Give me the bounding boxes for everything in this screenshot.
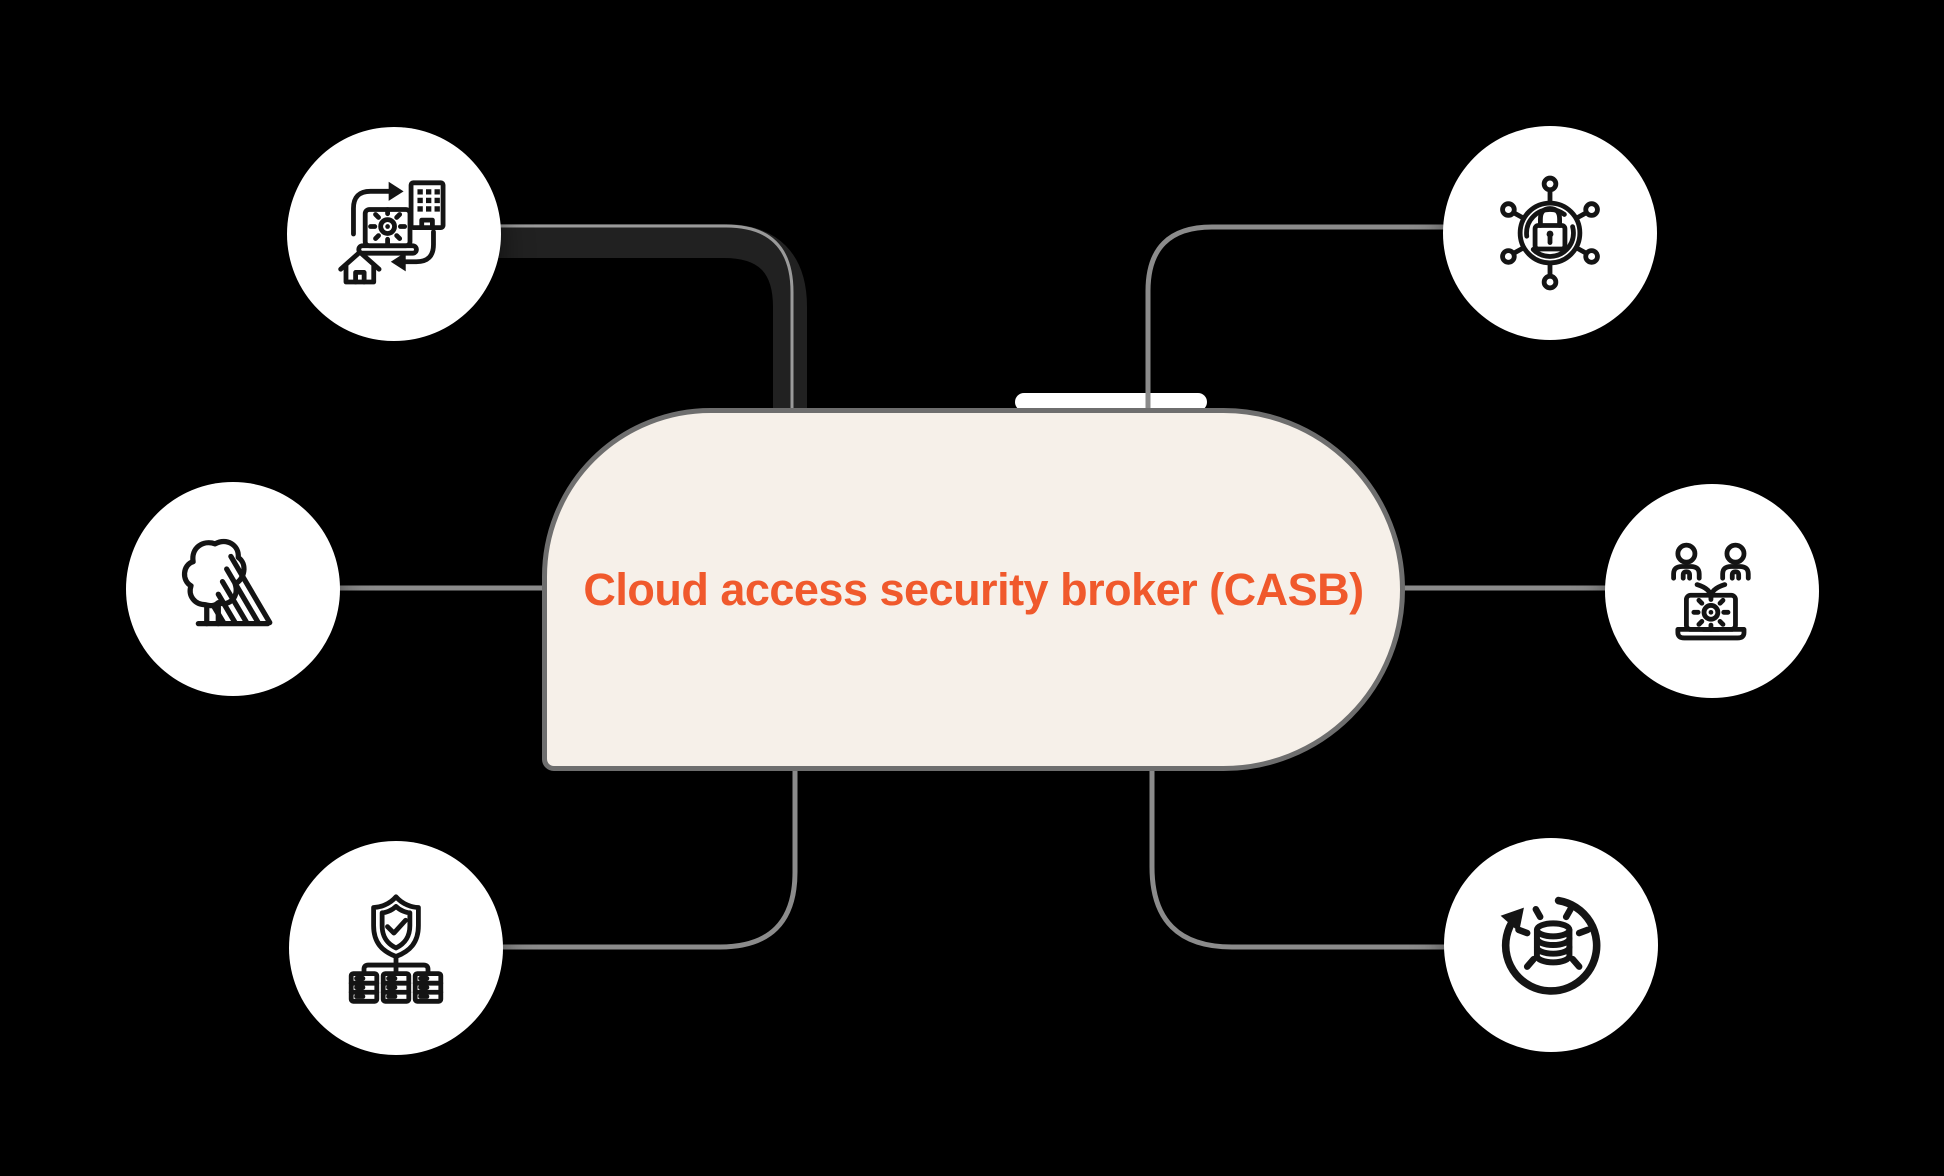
connector-top-right: [1145, 224, 1470, 415]
connector-bottom-left: [485, 763, 798, 950]
connector-top-left: [465, 224, 794, 418]
node-user-access: [1605, 484, 1819, 698]
connector-bottom-right: [1149, 763, 1470, 950]
node-data-recovery: [1444, 838, 1658, 1052]
network-lock-icon: [1500, 175, 1600, 291]
node-network-security: [1443, 126, 1657, 340]
shield-servers-icon: [348, 894, 444, 1004]
node-hybrid-work: [287, 127, 501, 341]
connector-top-left-emphasis: [465, 224, 807, 418]
hybrid-work-sync-icon: [338, 180, 446, 285]
capsule-top-notch: [1015, 393, 1207, 411]
diagram-title: Cloud access security broker (CASB): [583, 563, 1364, 615]
users-laptop-gear-icon: [1671, 542, 1751, 641]
database-restore-icon: [1500, 896, 1601, 995]
central-topic-capsule: Cloud access security broker (CASB): [542, 408, 1405, 771]
node-data-protection: [289, 841, 503, 1055]
shadow-it-tree-icon: [181, 538, 273, 627]
node-shadow-it: [126, 482, 340, 696]
